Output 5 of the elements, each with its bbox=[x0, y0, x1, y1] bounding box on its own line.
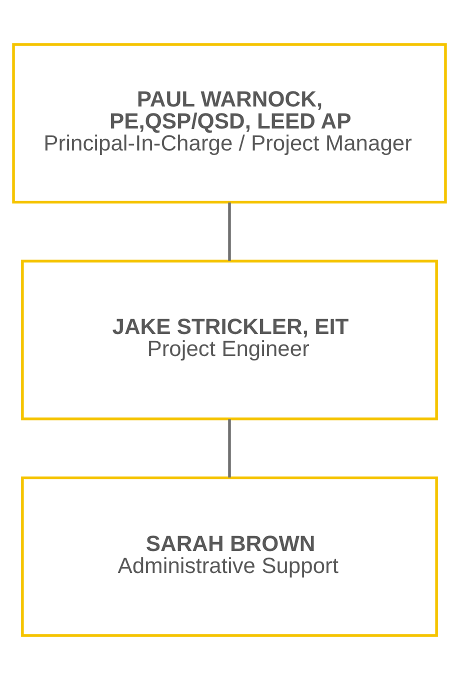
node-box: PAUL WARNOCK, PE,QSP/QSD, LEED AP Principal-In-Charge / Project Manager bbox=[12, 43, 447, 204]
node-box: JAKE STRICKLER, EIT Project Engineer bbox=[21, 260, 438, 420]
node-box: SARAH BROWN Administrative Support bbox=[21, 476, 438, 637]
connector bbox=[228, 419, 231, 478]
connector bbox=[228, 202, 231, 261]
